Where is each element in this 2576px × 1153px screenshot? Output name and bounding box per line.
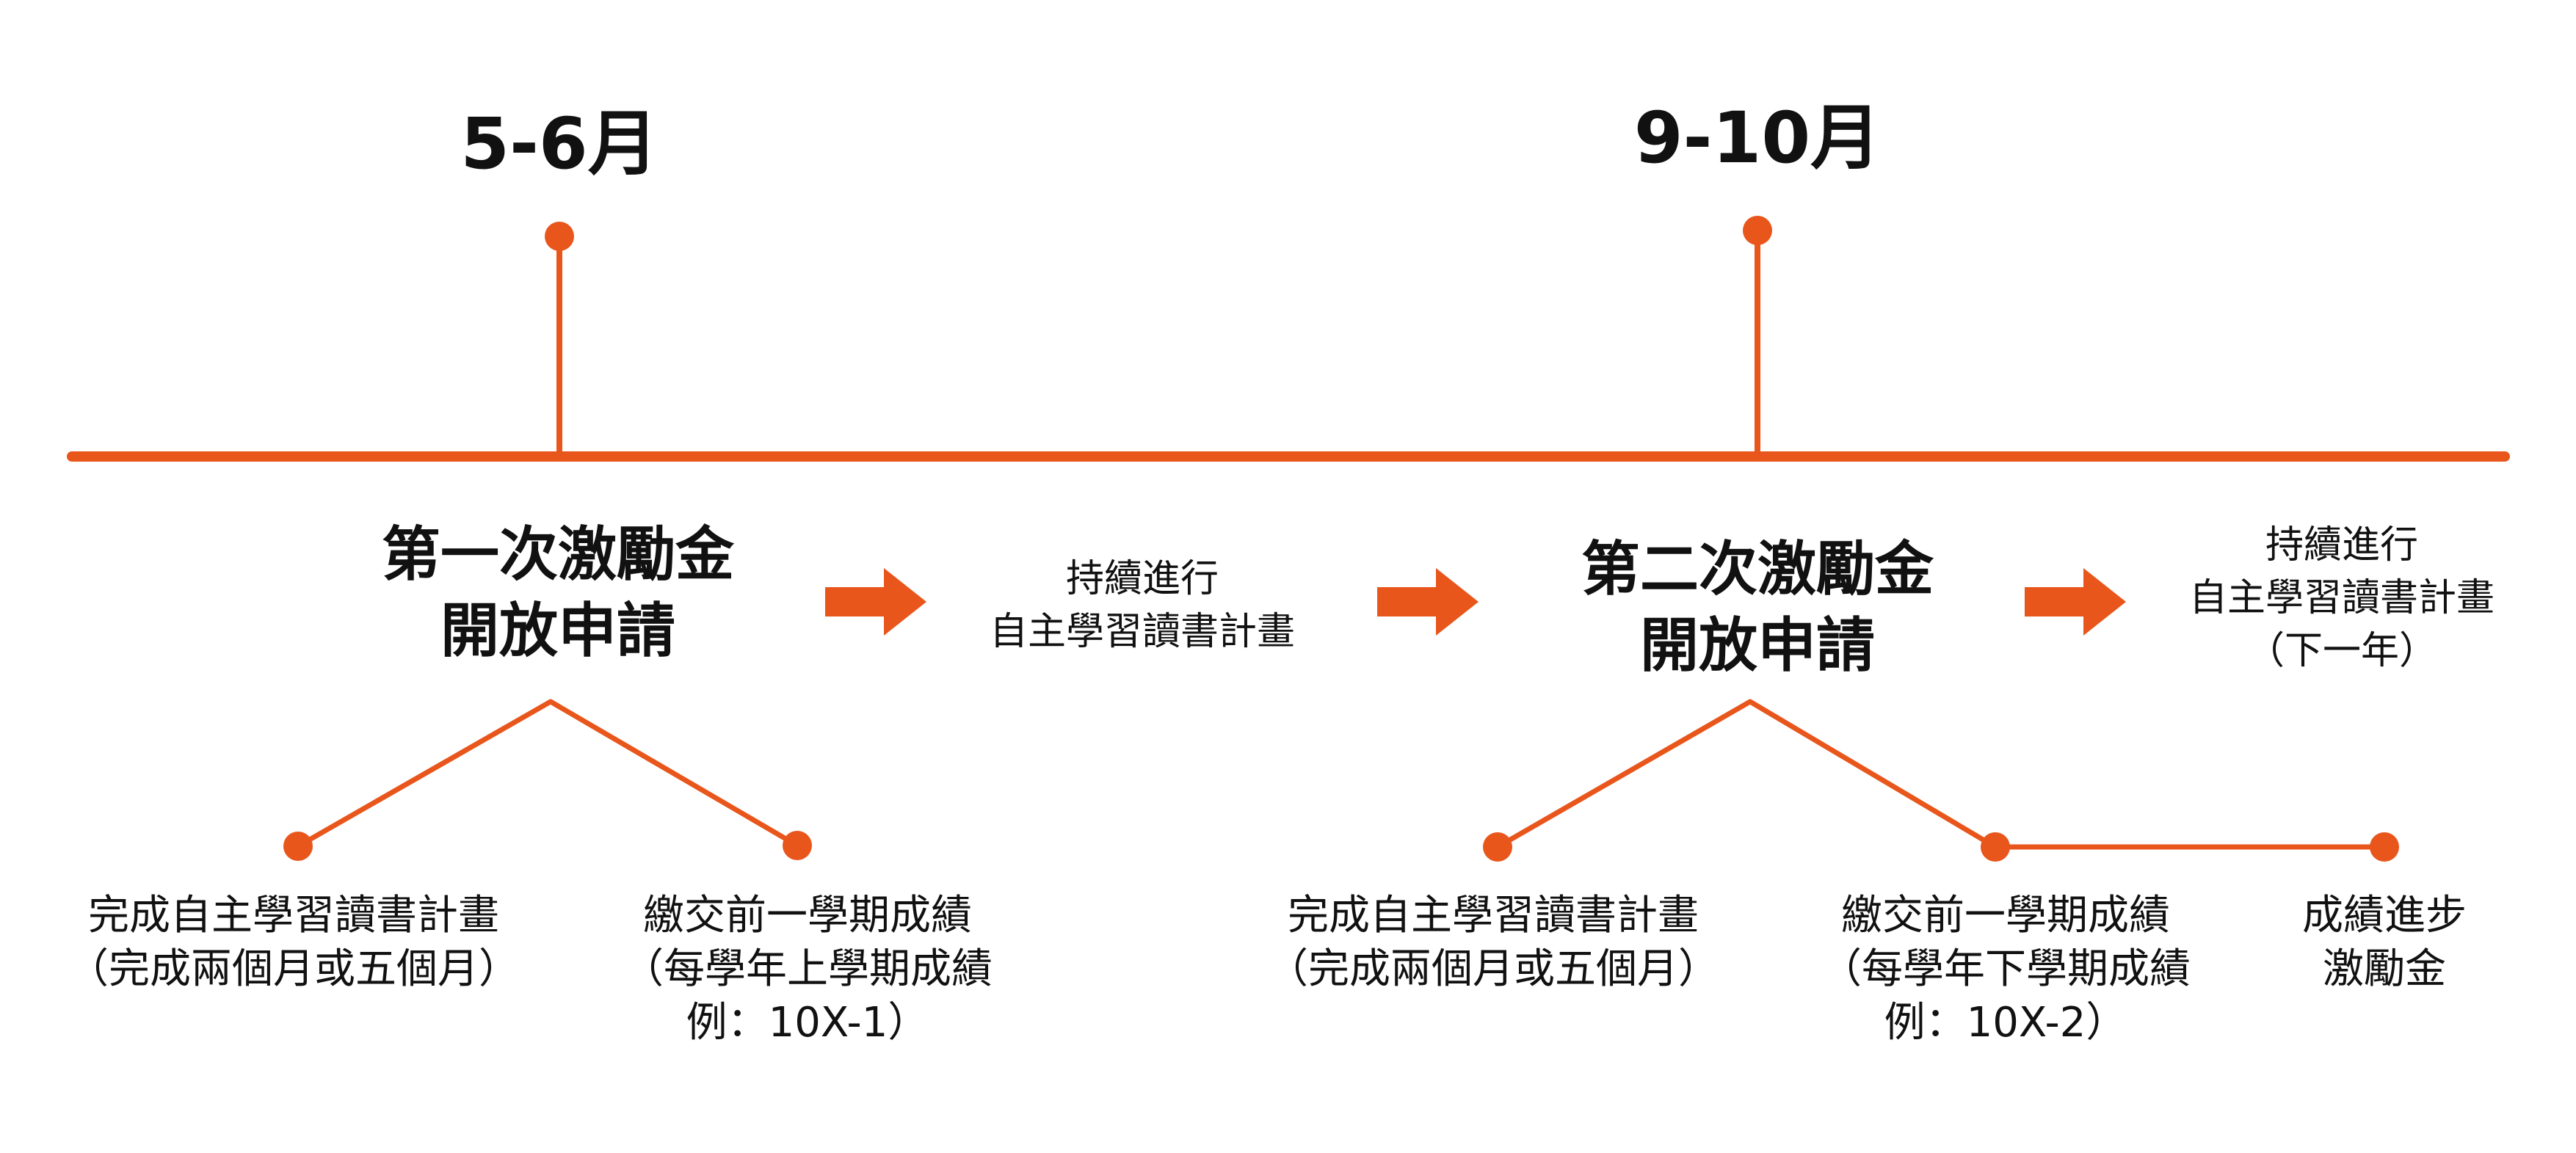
requirement-1-1: 完成自主學習讀書計畫 （完成兩個月或五個月） — [68, 892, 520, 993]
stage-2-branches — [1496, 699, 1997, 850]
stage-2-title: 第二次激勵金 開放申請 — [1581, 535, 1934, 680]
req-2-2-dot — [1981, 832, 2010, 862]
period-label-1: 5-6月 — [460, 103, 658, 185]
requirement-1-2: 繳交前一學期成績 （每學年上學期成績 例：10X-1） — [623, 892, 993, 1047]
stage-1-branches — [297, 699, 799, 849]
arrow-right-icon — [1377, 568, 1479, 636]
arrow-right-icon — [2025, 568, 2126, 636]
period-2-dot — [1743, 216, 1772, 245]
req-1-1-dot — [283, 832, 313, 861]
requirement-2-2: 繳交前一學期成績 （每學年下學期成績 例：10X-2） — [1821, 892, 2191, 1047]
req-2-1-dot — [1483, 832, 1512, 862]
req-1-2-dot — [783, 831, 812, 860]
arrow-right-icon — [825, 568, 926, 636]
requirement-2-3: 成績進步 激勵金 — [2302, 892, 2467, 993]
continue-step-1: 持續進行 自主學習讀書計畫 — [989, 557, 1295, 654]
requirement-2-1: 完成自主學習讀書計畫 （完成兩個月或五個月） — [1267, 892, 1719, 993]
period-1-dot — [545, 222, 574, 251]
stage-1-title: 第一次激勵金 開放申請 — [382, 520, 734, 665]
req-2-3-dot — [2370, 832, 2399, 862]
continue-step-2: 持續進行 自主學習讀書計畫 （下一年） — [2188, 523, 2495, 673]
period-label-2: 9-10月 — [1633, 97, 1882, 179]
